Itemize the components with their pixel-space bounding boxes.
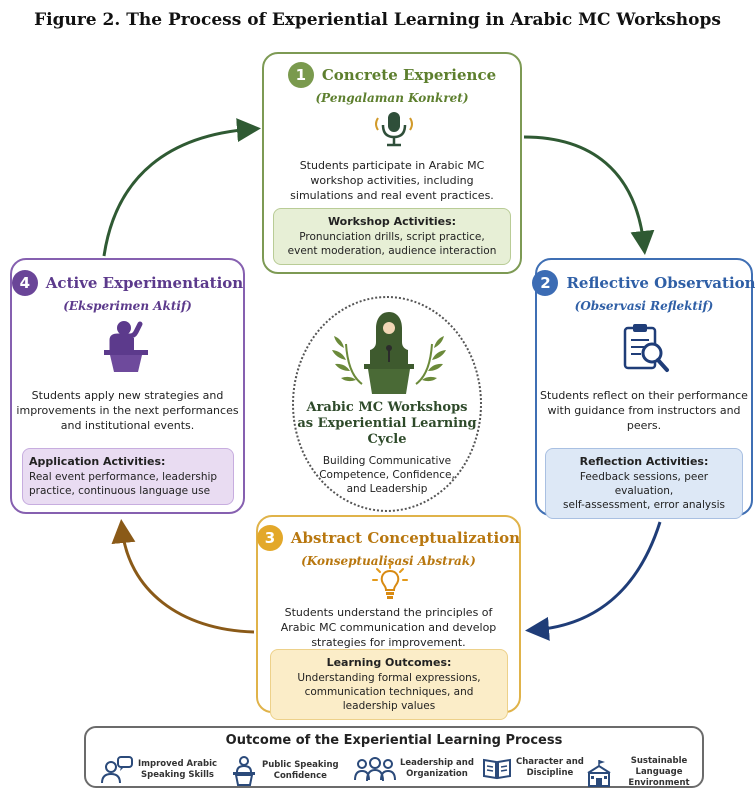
figure-title: Figure 2. The Process of Experiential Le… xyxy=(34,10,721,30)
stage-card-reflective-observation: 2 Reflective Observation (Observasi Refl… xyxy=(532,258,755,519)
center-title: Arabic MC Workshops as Experiential Lear… xyxy=(297,400,477,447)
stage-card-abstract-conceptualization: 3 Abstract Conceptualization (Konseptual… xyxy=(256,515,521,720)
stage-description: Students understand the principles of Ar… xyxy=(280,606,497,649)
lightbulb-icon xyxy=(372,563,408,605)
application-activities-box: Application Activities: Real event perfo… xyxy=(22,448,234,505)
stage-subtitle: (Konseptualisasi Abstrak) xyxy=(301,554,476,568)
reflection-activities-box: Reflection Activities: Feedback sessions… xyxy=(545,448,743,519)
stage-number-badge: 3 xyxy=(256,525,283,551)
stage-subtitle: (Pengalaman Konkret) xyxy=(315,91,469,105)
stage-description: Students participate in Arabic MC worksh… xyxy=(290,159,494,202)
speech-bubble-person-icon xyxy=(101,756,133,784)
outcome-panel: Outcome of the Experiential Learning Pro… xyxy=(84,726,704,788)
stage-subtitle: (Eksperimen Aktif) xyxy=(63,299,192,313)
presenter-podium-icon xyxy=(102,318,152,378)
center-subtitle: Building Communicative Competence, Confi… xyxy=(319,455,455,495)
stage-title: Concrete Experience xyxy=(321,66,497,84)
stage-number-badge: 2 xyxy=(532,270,559,296)
stage-description: Students reflect on their performance wi… xyxy=(540,389,748,432)
stage-subtitle: (Observasi Reflektif) xyxy=(574,299,714,313)
speaker-podium-icon xyxy=(233,756,255,786)
workshop-activities-box: Workshop Activities: Pronunciation drill… xyxy=(273,208,511,265)
stage-number-badge: 4 xyxy=(11,270,38,296)
outcome-item-public-speaking: Public Speaking Confidence xyxy=(230,756,339,786)
outcome-item-speaking-skills: Improved Arabic Speaking Skills xyxy=(100,756,217,784)
stage-card-active-experimentation: 4 Active Experimentation (Eksperimen Akt… xyxy=(10,258,245,514)
clipboard-magnifier-icon xyxy=(621,322,671,378)
arrow-4-to-1 xyxy=(102,118,261,257)
stage-description: Students apply new strategies and improv… xyxy=(16,389,239,432)
stage-title: Reflective Observation xyxy=(566,274,755,292)
open-book-icon xyxy=(483,758,511,780)
arrow-3-to-4 xyxy=(111,519,255,634)
school-building-icon xyxy=(587,759,611,787)
stage-title: Active Experimentation xyxy=(45,274,244,292)
speaker-at-podium-with-laurels-icon xyxy=(322,308,456,402)
stage-card-concrete-experience: 1 Concrete Experience (Pengalaman Konkre… xyxy=(262,52,522,274)
learning-outcomes-box: Learning Outcomes: Understanding formal … xyxy=(270,649,508,720)
arrow-1-to-2 xyxy=(523,135,655,255)
outcome-item-sustainable-environment: Sustainable Language Environment xyxy=(586,756,702,789)
outcome-item-character: Character and Discipline xyxy=(482,756,584,780)
outcome-item-leadership: Leadership and Organization xyxy=(354,756,474,782)
outcome-title: Outcome of the Experiential Learning Pro… xyxy=(225,733,563,748)
microphone-icon xyxy=(372,110,416,152)
stage-title: Abstract Conceptualization xyxy=(290,529,521,547)
group-people-icon xyxy=(354,757,396,782)
stage-number-badge: 1 xyxy=(287,62,314,88)
center-cycle-circle: Arabic MC Workshops as Experiential Lear… xyxy=(292,296,482,512)
arrow-2-to-3 xyxy=(525,521,662,641)
